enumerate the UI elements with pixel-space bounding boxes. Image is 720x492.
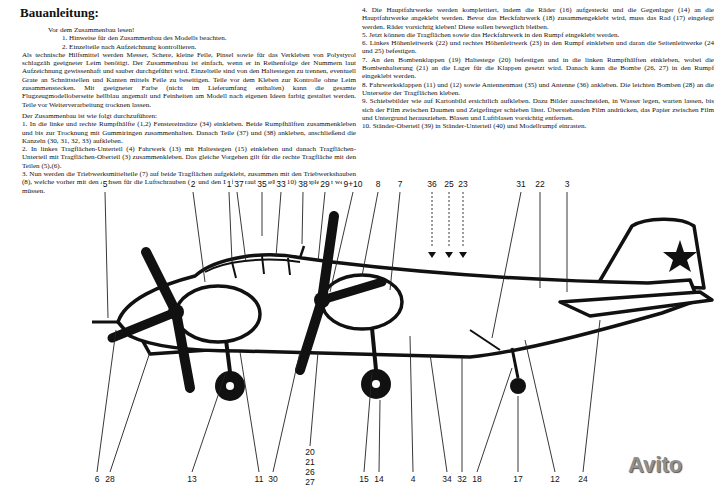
instruction-paragraph: 9. Schiebebilder wie auf Kartonbild ersi… [362, 97, 714, 122]
instruction-paragraph: 10. Ständer-Oberteil (39) in Ständer-Unt… [362, 122, 714, 130]
callout-number: 15 [358, 474, 369, 484]
instruction-column: 4. Die Hauptfahrwerke werden komplettier… [362, 6, 714, 130]
callout-number: 24 [577, 474, 588, 484]
instruction-paragraph: 7. An den Bombenklappen (19) Haltestege … [362, 56, 714, 81]
star-marking [663, 240, 697, 272]
callout-number: 28 [104, 474, 115, 484]
wheel [361, 369, 391, 399]
callout-number: 3 [564, 179, 571, 189]
instruction-column: Vor dem Zusammenbau lesen!1. Hinweise fü… [22, 26, 356, 195]
callout-number: 23 [457, 179, 468, 189]
callout-number: 36 [426, 179, 437, 189]
callout-number: 30 [267, 474, 278, 484]
instruction-paragraph: 5. Jetzt können die Tragflächen sowie da… [362, 31, 714, 39]
engine-nacelle [322, 275, 402, 329]
callout-number: 31 [515, 179, 526, 189]
instruction-paragraph: 6. Linkes Höhenleitwerk (22) und rechtes… [362, 39, 714, 56]
leader-lines [97, 192, 600, 472]
callout-number: 1 [226, 179, 233, 189]
callout-number: 6 [94, 474, 101, 484]
callout-number: 8 [375, 179, 382, 189]
callout-number: 9+10 [342, 179, 363, 189]
sheet-title: Bauanleitung: [20, 5, 99, 21]
callout-number: 13 [186, 474, 197, 484]
instruction-paragraph: 1. Hinweise für den Zusammenbau des Mode… [22, 34, 356, 42]
callout-number: 25 [443, 179, 454, 189]
instruction-paragraph: Vor dem Zusammenbau lesen! [22, 26, 356, 34]
callout-number: 33 [275, 179, 286, 189]
callout-number: 34 [441, 474, 452, 484]
instruction-paragraph: Der Zusammenbau ist wie folgt durchzufüh… [22, 112, 356, 120]
instruction-paragraph: 8. Fahrwerksklappen (11) und (12) sowie … [362, 81, 714, 98]
callout-number: 29 [319, 179, 330, 189]
instruction-paragraph: 2. Einzelteile nach Aufzeichnung kontrol… [22, 43, 356, 51]
callout-number: 20 [304, 447, 315, 457]
callout-number: 26 [304, 467, 315, 477]
callout-number: 4 [410, 474, 417, 484]
instruction-paragraph: 1. In die linke und rechte Rumpfhälfte (… [22, 120, 356, 145]
engine-nacelle [176, 286, 260, 342]
callout-number: 22 [534, 179, 545, 189]
callout-number: 35 [256, 179, 267, 189]
stabilizer [560, 292, 712, 316]
callout-number: 38 [297, 179, 308, 189]
vertical-tail [598, 219, 704, 288]
callout-number: 21 [304, 457, 315, 467]
tail-wheel [510, 378, 526, 394]
callout-number: 18 [471, 474, 482, 484]
callout-number: 2 [190, 179, 197, 189]
instruction-paragraph: 4. Die Hauptfahrwerke werden komplettier… [362, 6, 714, 31]
callout-number: 12 [549, 474, 560, 484]
instruction-paragraph: Als technische Hilfsmittel werden Messer… [22, 51, 356, 109]
callout-number: 14 [373, 474, 384, 484]
instruction-paragraph: 2. In linkes Tragflächen-Unterteil (4) F… [22, 145, 356, 170]
callout-number: 32 [456, 474, 467, 484]
callout-number: 17 [512, 474, 523, 484]
callout-number: 37 [233, 179, 244, 189]
callout-number: 5 [102, 179, 109, 189]
callout-number: 11 [254, 474, 265, 484]
watermark: Avito [628, 452, 682, 478]
wheel [215, 371, 245, 401]
callout-number: 27 [304, 477, 315, 487]
callout-number: 7 [397, 179, 404, 189]
